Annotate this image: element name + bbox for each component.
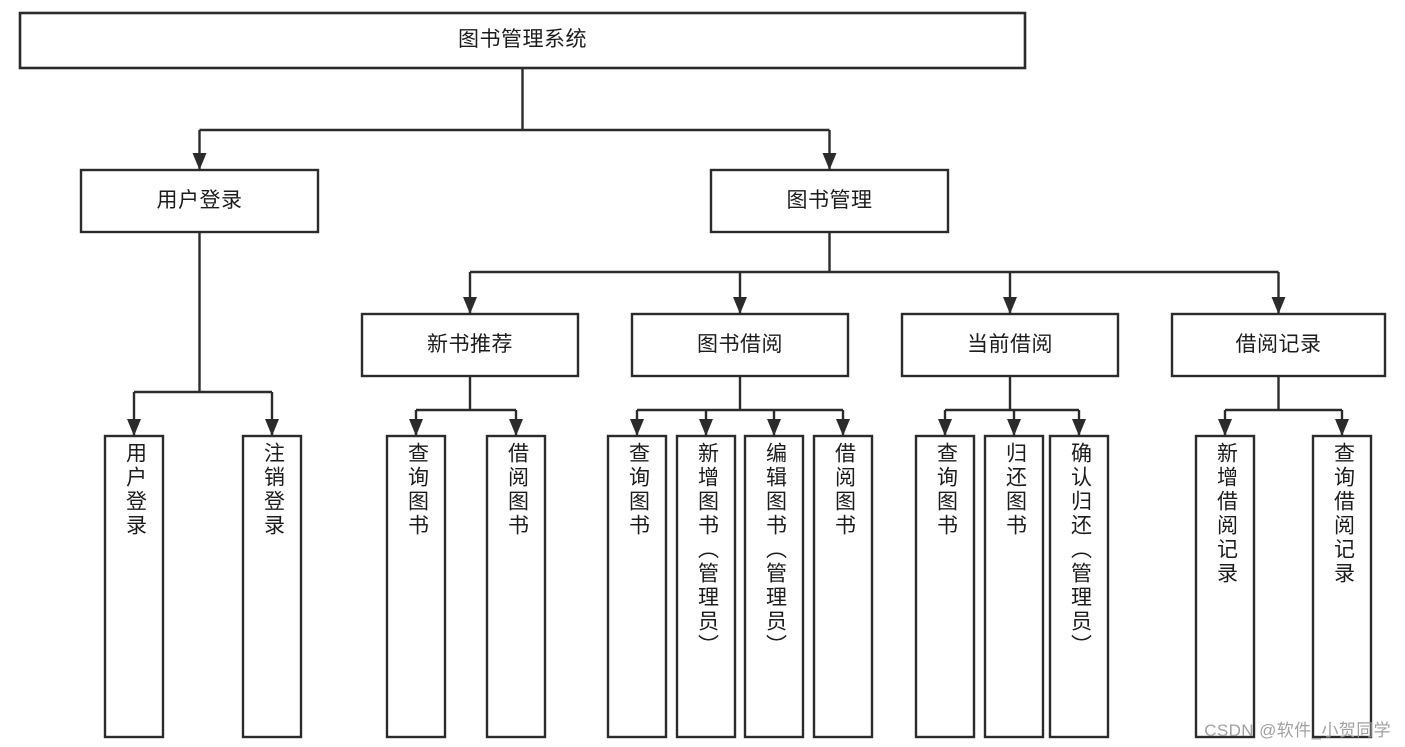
arrow-head-icon xyxy=(822,153,837,170)
node-box-user-login[interactable] xyxy=(79,168,320,234)
arrow-head-icon xyxy=(938,419,952,436)
arrow-head-icon xyxy=(733,297,747,314)
arrow-head-icon xyxy=(1003,297,1017,314)
arrow-head-icon xyxy=(630,419,644,436)
arrow-head-icon xyxy=(1218,419,1232,436)
node-box-leaf-confirm-return[interactable] xyxy=(1048,434,1110,739)
arrow-head-icon xyxy=(509,419,523,436)
node-box-leaf-add-book[interactable] xyxy=(675,434,737,739)
node-box-leaf-user-login[interactable] xyxy=(103,434,165,739)
arrow-head-icon xyxy=(1072,419,1086,436)
node-box-book-manage[interactable] xyxy=(709,168,950,234)
node-box-book-borrow[interactable] xyxy=(630,312,850,378)
node-box-leaf-return-book[interactable] xyxy=(983,434,1045,739)
arrow-head-icon xyxy=(463,297,477,314)
node-box-leaf-query-book-3[interactable] xyxy=(914,434,976,739)
node-box-leaf-logout[interactable] xyxy=(241,434,303,739)
node-box-borrow-record[interactable] xyxy=(1170,312,1387,378)
node-box-leaf-query-book-1[interactable] xyxy=(385,434,447,739)
arrow-head-icon xyxy=(409,419,423,436)
node-box-current-borrow[interactable] xyxy=(900,312,1120,378)
node-box-leaf-query-book-2[interactable] xyxy=(606,434,668,739)
arrow-head-icon xyxy=(699,419,713,436)
arrow-head-icon xyxy=(1007,419,1021,436)
node-box-leaf-add-record[interactable] xyxy=(1194,434,1256,739)
node-box-leaf-edit-book[interactable] xyxy=(743,434,805,739)
arrow-head-icon xyxy=(192,153,207,170)
node-box-new-book-rec[interactable] xyxy=(360,312,580,378)
watermark-text: CSDN @软件_小贺同学 xyxy=(1204,721,1391,740)
arrow-head-icon xyxy=(1335,419,1349,436)
node-box-leaf-borrow-book-1[interactable] xyxy=(485,434,547,739)
node-box-leaf-query-record[interactable] xyxy=(1311,434,1373,739)
node-box-leaf-borrow-book-2[interactable] xyxy=(812,434,874,739)
arrow-head-icon xyxy=(767,419,781,436)
arrow-head-icon xyxy=(836,419,850,436)
arrow-head-icon xyxy=(265,419,279,436)
connector-layer xyxy=(127,68,1349,436)
node-box-root[interactable] xyxy=(18,11,1027,70)
arrow-head-icon xyxy=(1271,297,1286,314)
arrow-head-icon xyxy=(127,419,141,436)
node-box-layer xyxy=(18,11,1387,739)
